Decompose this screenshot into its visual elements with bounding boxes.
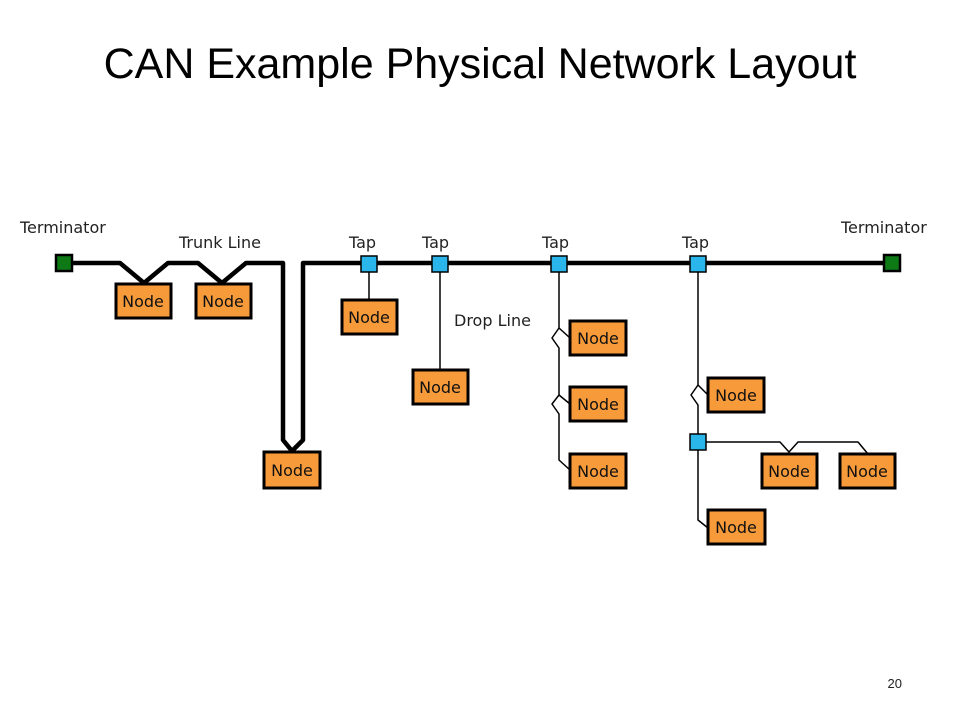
tap-3-icon [550,255,568,273]
node-box: Node [262,450,322,490]
slide-title: CAN Example Physical Network Layout [103,40,857,88]
node-label: Node [577,329,619,348]
tap-1-label: Tap [348,233,376,252]
trunk-line-left-segment [61,260,895,454]
node-label: Node [715,386,757,405]
branch-tap4-node-a [697,384,709,396]
node-box: Node [340,298,399,336]
tap-1-icon [360,255,378,273]
drop-line-tap3 [551,264,571,471]
tap-5-icon [689,433,707,451]
terminator-right-icon [882,253,902,273]
node-box: Node [568,319,628,357]
page-number: 20 [887,676,902,691]
node-label: Node [577,462,619,481]
drop-lines [368,264,869,529]
node-label: Node [577,395,619,414]
tap-4-icon [689,255,707,273]
node-label: Node [202,292,244,311]
tap-4-label: Tap [681,233,709,252]
node-label: Node [419,378,461,397]
terminator-left-label: Terminator [19,218,106,237]
node-box: Node [411,368,470,406]
node-label: Node [715,518,757,537]
node-box: Node [760,452,819,490]
drop-line-label: Drop Line [454,311,531,330]
tap-2-label: Tap [421,233,449,252]
node-label: Node [122,292,164,311]
node-box: Node [706,376,766,414]
node-box: Node [568,385,628,423]
trunk-line-label: Trunk Line [178,233,261,252]
branch-tap3-node-a [558,327,571,339]
terminator-left-icon [54,253,74,273]
node-label: Node [846,462,888,481]
node-box: Node [838,452,897,490]
sub-drop-line [705,441,869,455]
tap-2-icon [431,255,449,273]
node-box: Node [194,282,253,320]
terminator-right-label: Terminator [840,218,927,237]
drop-line-tap4 [690,264,709,529]
branch-tap3-node-b [558,394,571,405]
node-label: Node [768,462,810,481]
node-box: Node [706,508,767,546]
node-box: Node [568,452,628,490]
node-box: Node [114,282,173,320]
node-label: Node [271,461,313,480]
node-label: Node [348,308,390,327]
tap-3-label: Tap [541,233,569,252]
